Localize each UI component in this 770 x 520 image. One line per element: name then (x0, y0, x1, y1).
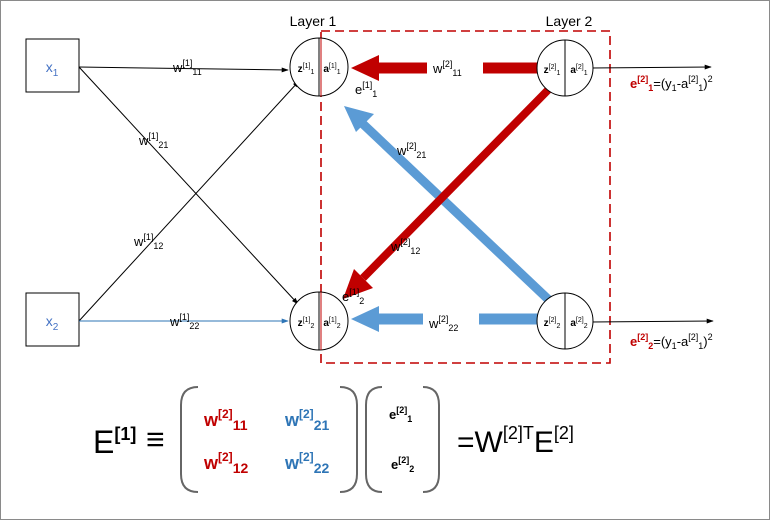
edge-x2-h1 (78, 80, 300, 322)
node-h1-z: z[1]1 (298, 63, 315, 76)
equation-lhs: E[1] (93, 424, 136, 460)
weight-w2-21: w[2]21 (396, 141, 426, 160)
node-o1: z[2]1 a[2]1 (536, 39, 594, 97)
edge-x1-h2 (78, 66, 299, 305)
output-error-1: e[2]1=(y1-a[2]1)2 (630, 74, 713, 93)
matrix-m11: w[2]11 (203, 407, 248, 433)
weight-w1-22: w[1]22 (169, 312, 199, 331)
node-o1-a: a[2]1 (570, 64, 587, 77)
backprop-w2-21-arrow (344, 106, 555, 306)
node-h1-a: a[1]1 (323, 63, 340, 76)
node-o2: z[2]2 a[2]2 (536, 292, 594, 350)
layer1-title: Layer 1 (290, 13, 337, 29)
node-h2-z: z[1]2 (298, 317, 315, 330)
weight-w1-12: w[1]12 (133, 232, 163, 251)
node-o1-z: z[2]1 (544, 64, 561, 77)
weight-w1-21: w[1]21 (138, 131, 168, 150)
input-x1-box (25, 38, 80, 93)
vector-bracket-right (422, 386, 440, 493)
node-o2-a: a[2]2 (570, 317, 587, 330)
input-x1-label: x1 (46, 59, 59, 79)
weight-w2-22: w[2]22 (428, 314, 458, 333)
matrix-m12: w[2]12 (203, 450, 248, 476)
layer2-title: Layer 2 (546, 13, 593, 29)
edge-x1-h1 (78, 66, 289, 73)
weight-w2-11: w[2]11 (432, 59, 462, 78)
error-e1-1: e[1]1 (355, 80, 377, 99)
matrix-m21: w[2]21 (284, 407, 329, 433)
output-error-2: e[2]2=(y1-a[2]1)2 (630, 332, 713, 351)
edge-o2-out (590, 318, 714, 324)
weight-w1-11: w[1]11 (172, 58, 202, 77)
error-e1-2: e[1]2 (342, 287, 364, 306)
node-h2-a: a[1]2 (323, 317, 340, 330)
equation: E[1] ≡ w[2]11 w[2]21 w[2]12 w[2]22 e[2]1… (93, 386, 574, 493)
node-o2-z: z[2]2 (544, 317, 561, 330)
matrix-m22: w[2]22 (284, 450, 329, 476)
vector-bracket-left (365, 386, 383, 493)
edge-o1-out (590, 64, 712, 70)
equation-rhs: =W[2]TE[2] (457, 423, 574, 459)
node-h2: z[1]2 a[1]2 (289, 291, 349, 351)
matrix-bracket-left (180, 386, 199, 493)
node-h1: z[1]1 a[1]1 (289, 37, 349, 97)
vector-v1: e[2]1 (389, 405, 412, 424)
vector-v2: e[2]2 (391, 455, 414, 474)
input-x2-box (25, 292, 80, 347)
backprop-w2-12-arrow (343, 86, 552, 299)
layer2-dashed-box (320, 30, 611, 364)
equation-equiv: ≡ (146, 421, 165, 457)
weight-w2-12: w[2]12 (390, 237, 420, 256)
matrix-bracket-right (339, 386, 358, 493)
input-x2-label: x2 (46, 313, 59, 333)
